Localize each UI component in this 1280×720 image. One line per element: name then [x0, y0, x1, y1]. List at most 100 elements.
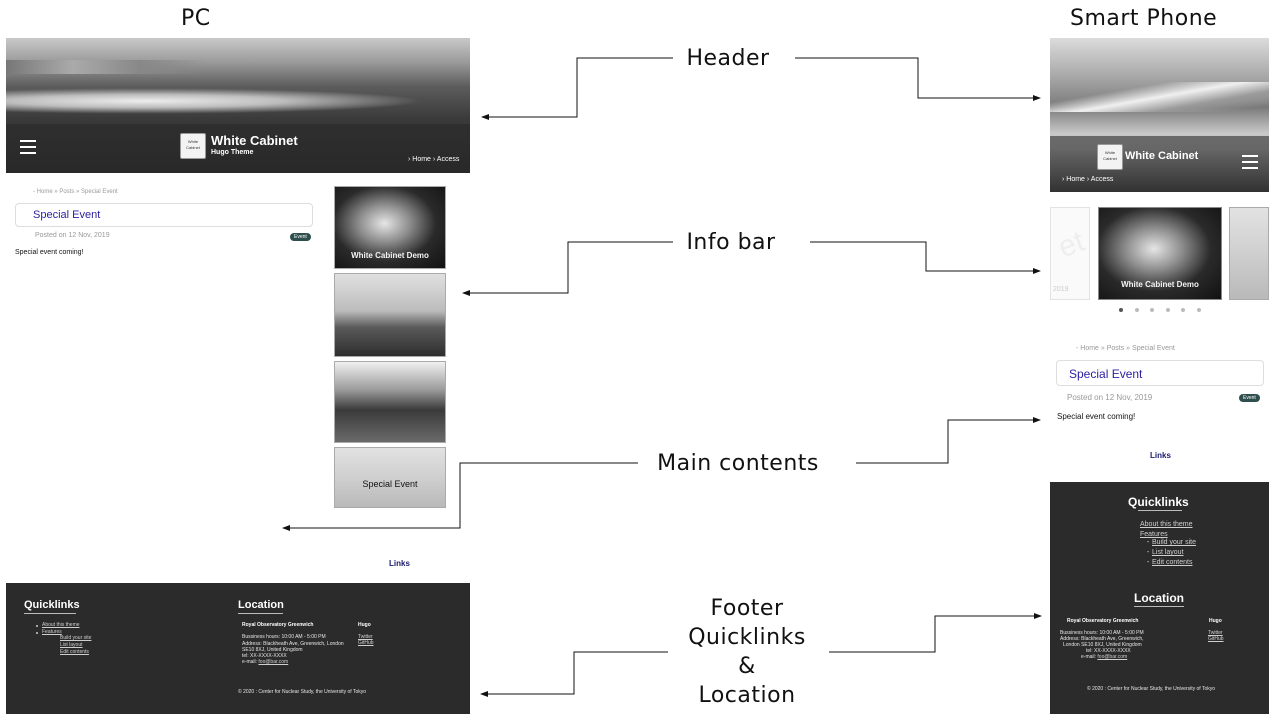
phone-quicklink-about[interactable]: About this theme	[1140, 521, 1193, 528]
phone-dash: -	[1147, 549, 1150, 556]
pc-quicklink-features[interactable]: Features	[42, 629, 62, 635]
phone-site-logo[interactable]: White Cabinet	[1097, 144, 1123, 170]
phone-header-nav[interactable]: › Home › Access	[1062, 176, 1114, 183]
phone-quicklink-features[interactable]: Features	[1140, 531, 1168, 538]
pc-breadcrumb[interactable]: - Home » Posts » Special Event	[33, 189, 118, 195]
pc-org-name: Royal Observatory Greenwich	[242, 622, 314, 628]
phone-quicklink-edit[interactable]: Edit contents	[1152, 559, 1193, 566]
pc-quicklink-build[interactable]: Build your site	[60, 635, 92, 641]
hamburger-menu-icon[interactable]	[20, 140, 36, 154]
smartphone-label: Smart Phone	[1070, 6, 1218, 31]
phone-header-photo-mountains	[1050, 82, 1269, 112]
phone-hugo-title: Hugo	[1209, 618, 1222, 624]
header-photo-surf	[6, 86, 470, 116]
pc-copyright: © 2020 : Center for Nuclear Study, the U…	[238, 689, 367, 695]
phone-org-name: Royal Observatory Greenwich	[1067, 618, 1139, 624]
phone-dash: -	[1147, 539, 1150, 546]
pc-posted-date: Posted on 12 Nov, 2019	[35, 232, 110, 239]
site-logo[interactable]: White Cabinet	[180, 133, 206, 159]
arrow-footer-to-phone	[829, 613, 1042, 653]
bullet	[36, 625, 38, 627]
phone-post-body: Special event coming!	[1057, 412, 1136, 421]
callout-footer-line-2: Quicklinks	[688, 625, 806, 650]
callout-footer-line-1: Footer	[710, 596, 784, 621]
pc-post-body: Special event coming!	[15, 249, 84, 256]
phone-hugo-github[interactable]: GitHub	[1208, 636, 1224, 642]
phone-links-label: Links	[1150, 451, 1171, 460]
pc-quicklinks-title: Quicklinks	[24, 599, 80, 611]
phone-quicklink-list[interactable]: List layout	[1152, 549, 1184, 556]
pc-site-subtitle: Hugo Theme	[211, 149, 254, 156]
callout-footer-line-4: Location	[698, 683, 796, 708]
carousel-next-slide[interactable]	[1229, 207, 1269, 300]
pc-hours: Bussiness hours: 10:00 AM - 5:00 PM	[242, 634, 326, 640]
arrow-main-to-phone	[856, 417, 1041, 464]
pc-post-title[interactable]: Special Event	[33, 209, 101, 221]
phone-email: e-mail: foo@bar.com	[1081, 654, 1127, 660]
phone-post-title-box: Special Event	[1056, 360, 1264, 386]
phone-location-title: Location	[1134, 591, 1184, 605]
phone-copyright: © 2020 : Center for Nuclear Study, the U…	[1087, 686, 1216, 692]
phone-header-banner: White Cabinet White Cabinet › Home › Acc…	[1050, 38, 1269, 192]
info-bar-image-castle[interactable]	[334, 273, 446, 357]
phone-email-label: e-mail:	[1081, 654, 1098, 660]
pc-quicklink-edit[interactable]: Edit contents	[60, 649, 89, 655]
phone-quicklinks-underline	[1138, 510, 1182, 511]
pc-hugo-github[interactable]: GitHub	[358, 640, 374, 646]
logo-text: White Cabinet	[186, 139, 200, 150]
pc-address-2: SE10 8XJ, United Kingdom	[242, 647, 303, 653]
info-bar-image-special-event[interactable]: Special Event	[334, 447, 446, 508]
phone-post-title[interactable]: Special Event	[1069, 367, 1143, 381]
phone-hugo-twitter[interactable]: Twitter	[1208, 630, 1223, 636]
pc-footer: Quicklinks About this theme Features Bui…	[6, 583, 470, 714]
pc-links-label: Links	[389, 559, 410, 568]
pc-site-title[interactable]: White Cabinet	[211, 133, 298, 148]
info-bar-image-temple[interactable]	[334, 361, 446, 443]
carousel-prev-date: 2019	[1053, 286, 1069, 293]
pc-label: PC	[181, 6, 211, 31]
callout-info-bar: Info bar	[686, 230, 776, 255]
phone-posted-date: Posted on 12 Nov, 2019	[1067, 393, 1153, 402]
phone-tel: tel: XX-XXXX-XXXX	[1086, 648, 1131, 654]
pc-event-badge[interactable]: Event	[290, 233, 311, 241]
pc-email-link[interactable]: foo@bar.com	[258, 659, 289, 665]
phone-breadcrumb[interactable]: - Home » Posts » Special Event	[1076, 345, 1175, 352]
phone-site-title[interactable]: White Cabinet	[1125, 150, 1199, 162]
info-bar-caption-special: Special Event	[362, 479, 418, 489]
carousel-dot[interactable]	[1165, 308, 1170, 312]
carousel-dot[interactable]	[1119, 308, 1123, 312]
phone-dash: -	[1147, 559, 1150, 566]
carousel-prev-slide[interactable]: et 2019	[1050, 207, 1090, 300]
arrow-footer-to-pc	[480, 651, 668, 697]
pc-header-banner: White Cabinet White Cabinet Hugo Theme ›…	[6, 38, 470, 173]
pc-quicklink-list[interactable]: List layout	[60, 642, 83, 648]
info-bar-image-rabbit[interactable]: White Cabinet Demo	[334, 186, 446, 269]
pc-hugo-title: Hugo	[358, 622, 371, 628]
phone-footer: Quicklinks About this theme Features - B…	[1050, 482, 1269, 714]
pc-header-nav[interactable]: › Home › Access	[408, 156, 460, 163]
callout-footer-line-3: &	[738, 654, 756, 679]
carousel-dot[interactable]	[1134, 308, 1139, 312]
pc-quicklink-about[interactable]: About this theme	[42, 622, 80, 628]
pc-hugo-twitter[interactable]: Twitter	[358, 634, 373, 640]
logo-text: White Cabinet	[1103, 150, 1117, 161]
phone-address-1: Address: Blackheath Ave, Greenwich,	[1060, 636, 1144, 642]
bullet	[36, 632, 38, 634]
phone-quicklink-build[interactable]: Build your site	[1152, 539, 1196, 546]
phone-event-badge[interactable]: Event	[1239, 394, 1260, 402]
arrow-infobar-to-phone	[810, 241, 1041, 274]
phone-email-link[interactable]: foo@bar.com	[1097, 654, 1128, 660]
pc-quicklinks-underline	[24, 613, 76, 614]
arrow-header-to-phone	[795, 57, 1041, 101]
phone-hamburger-icon[interactable]	[1242, 155, 1258, 169]
carousel-active-slide[interactable]: White Cabinet Demo	[1098, 207, 1222, 300]
carousel-dot[interactable]	[1181, 308, 1185, 312]
pc-post-title-box: Special Event	[15, 203, 313, 227]
carousel-dot[interactable]	[1150, 308, 1154, 312]
pc-email: e-mail: foo@bar.com	[242, 659, 288, 665]
phone-quicklinks-title: Quicklinks	[1128, 495, 1189, 509]
pc-email-label: e-mail:	[242, 659, 259, 665]
arrow-main-to-pc	[282, 462, 638, 531]
phone-location-underline	[1134, 606, 1184, 607]
carousel-dot[interactable]	[1196, 308, 1201, 312]
